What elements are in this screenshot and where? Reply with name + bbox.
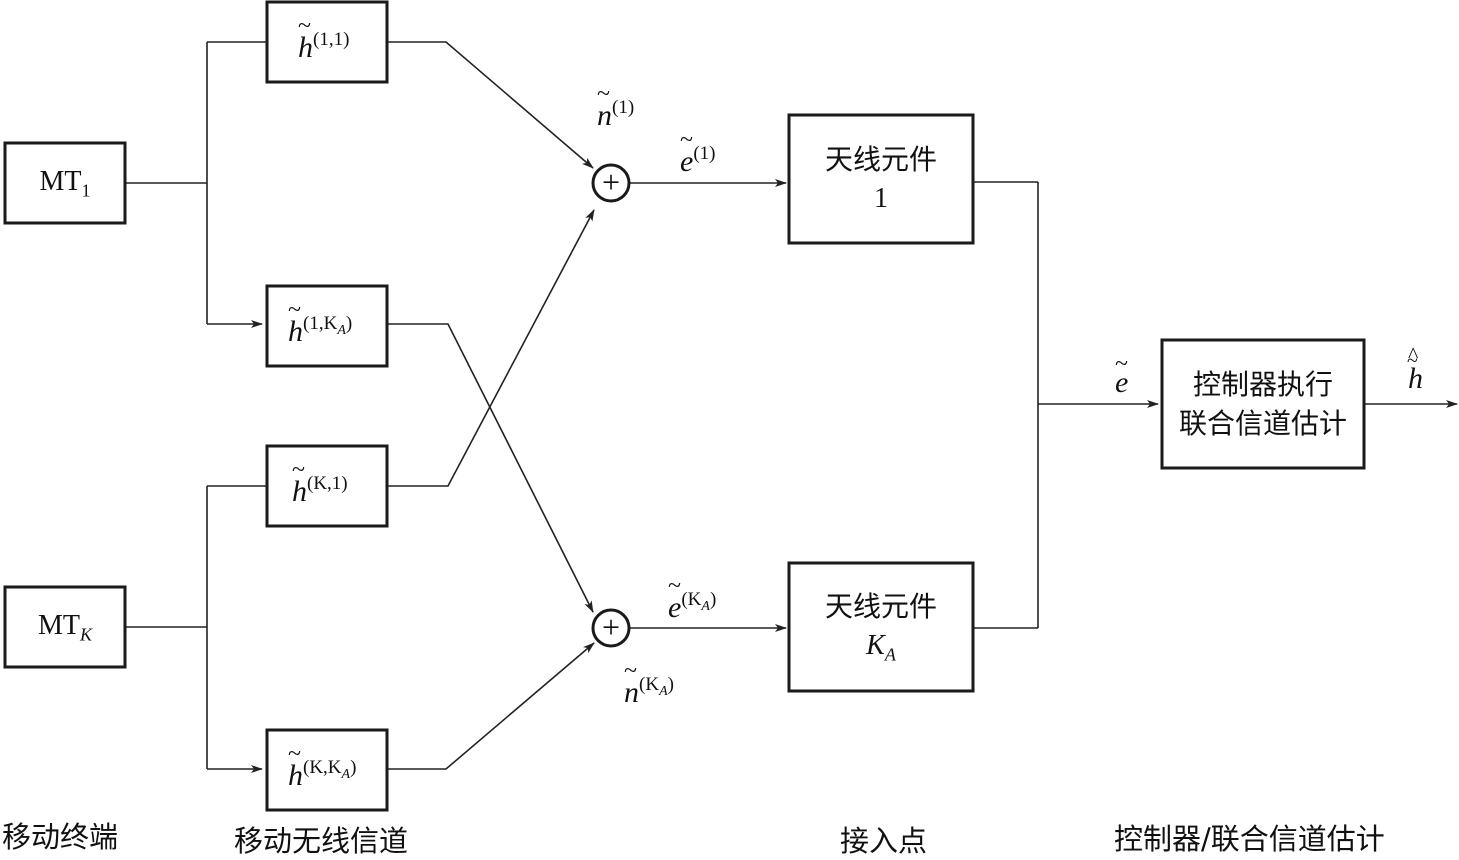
caption-mobile-terminal: 移动终端 xyxy=(2,820,119,854)
antenna-ka-label: 天线元件 KA xyxy=(824,589,937,665)
mtk-box xyxy=(3,585,127,669)
noise-label-1: ~n(1) xyxy=(597,81,635,132)
combined-signal-label: ~e xyxy=(1115,351,1129,399)
channel-label-k-ka: ~h(K,KA) xyxy=(288,741,357,792)
sum-symbol-ka: + xyxy=(601,609,621,645)
antenna-box-1 xyxy=(787,113,975,245)
channel-label-1-ka: ~h(1,KA) xyxy=(288,297,353,348)
signal-label-e1: ~e(1) xyxy=(680,127,716,178)
controller-box xyxy=(1160,338,1366,470)
caption-controller: 控制器/联合信道估计 xyxy=(1114,822,1385,856)
sum-junction-ka xyxy=(591,608,631,648)
mt1-connections xyxy=(126,41,266,328)
sum-junction-1 xyxy=(591,163,631,203)
mtk-label: MTK xyxy=(37,610,92,645)
channel-box-1-1 xyxy=(265,0,389,84)
antenna-merge-lines xyxy=(974,181,1159,629)
mtk-connections xyxy=(126,485,266,773)
channel-to-sum-lines xyxy=(388,41,595,770)
channel-label-k-1: ~h(K,1) xyxy=(292,457,348,508)
channel-box-1-ka xyxy=(265,284,389,368)
antenna-box-ka xyxy=(787,561,975,693)
channel-label-1-1: ~h(1,1) xyxy=(298,13,350,64)
channel-box-k-ka xyxy=(265,728,389,812)
sum-to-antenna-lines xyxy=(630,179,787,632)
caption-wireless-channel: 移动无线信道 xyxy=(234,824,409,858)
antenna-1-label: 天线元件 1 xyxy=(824,142,937,214)
signal-label-eka: ~e(KA) xyxy=(668,573,717,624)
channel-box-k-1 xyxy=(265,444,389,528)
caption-access-point: 接入点 xyxy=(840,824,928,858)
output-estimate-label: ^ ~ h xyxy=(1407,342,1423,395)
noise-label-ka: ~n(KA) xyxy=(624,658,674,709)
mt1-label: MT1 xyxy=(39,166,91,201)
mt1-box xyxy=(3,141,127,225)
sum-symbol-1: + xyxy=(601,164,621,200)
controller-label: 控制器执行 联合信道估计 xyxy=(1178,367,1347,440)
